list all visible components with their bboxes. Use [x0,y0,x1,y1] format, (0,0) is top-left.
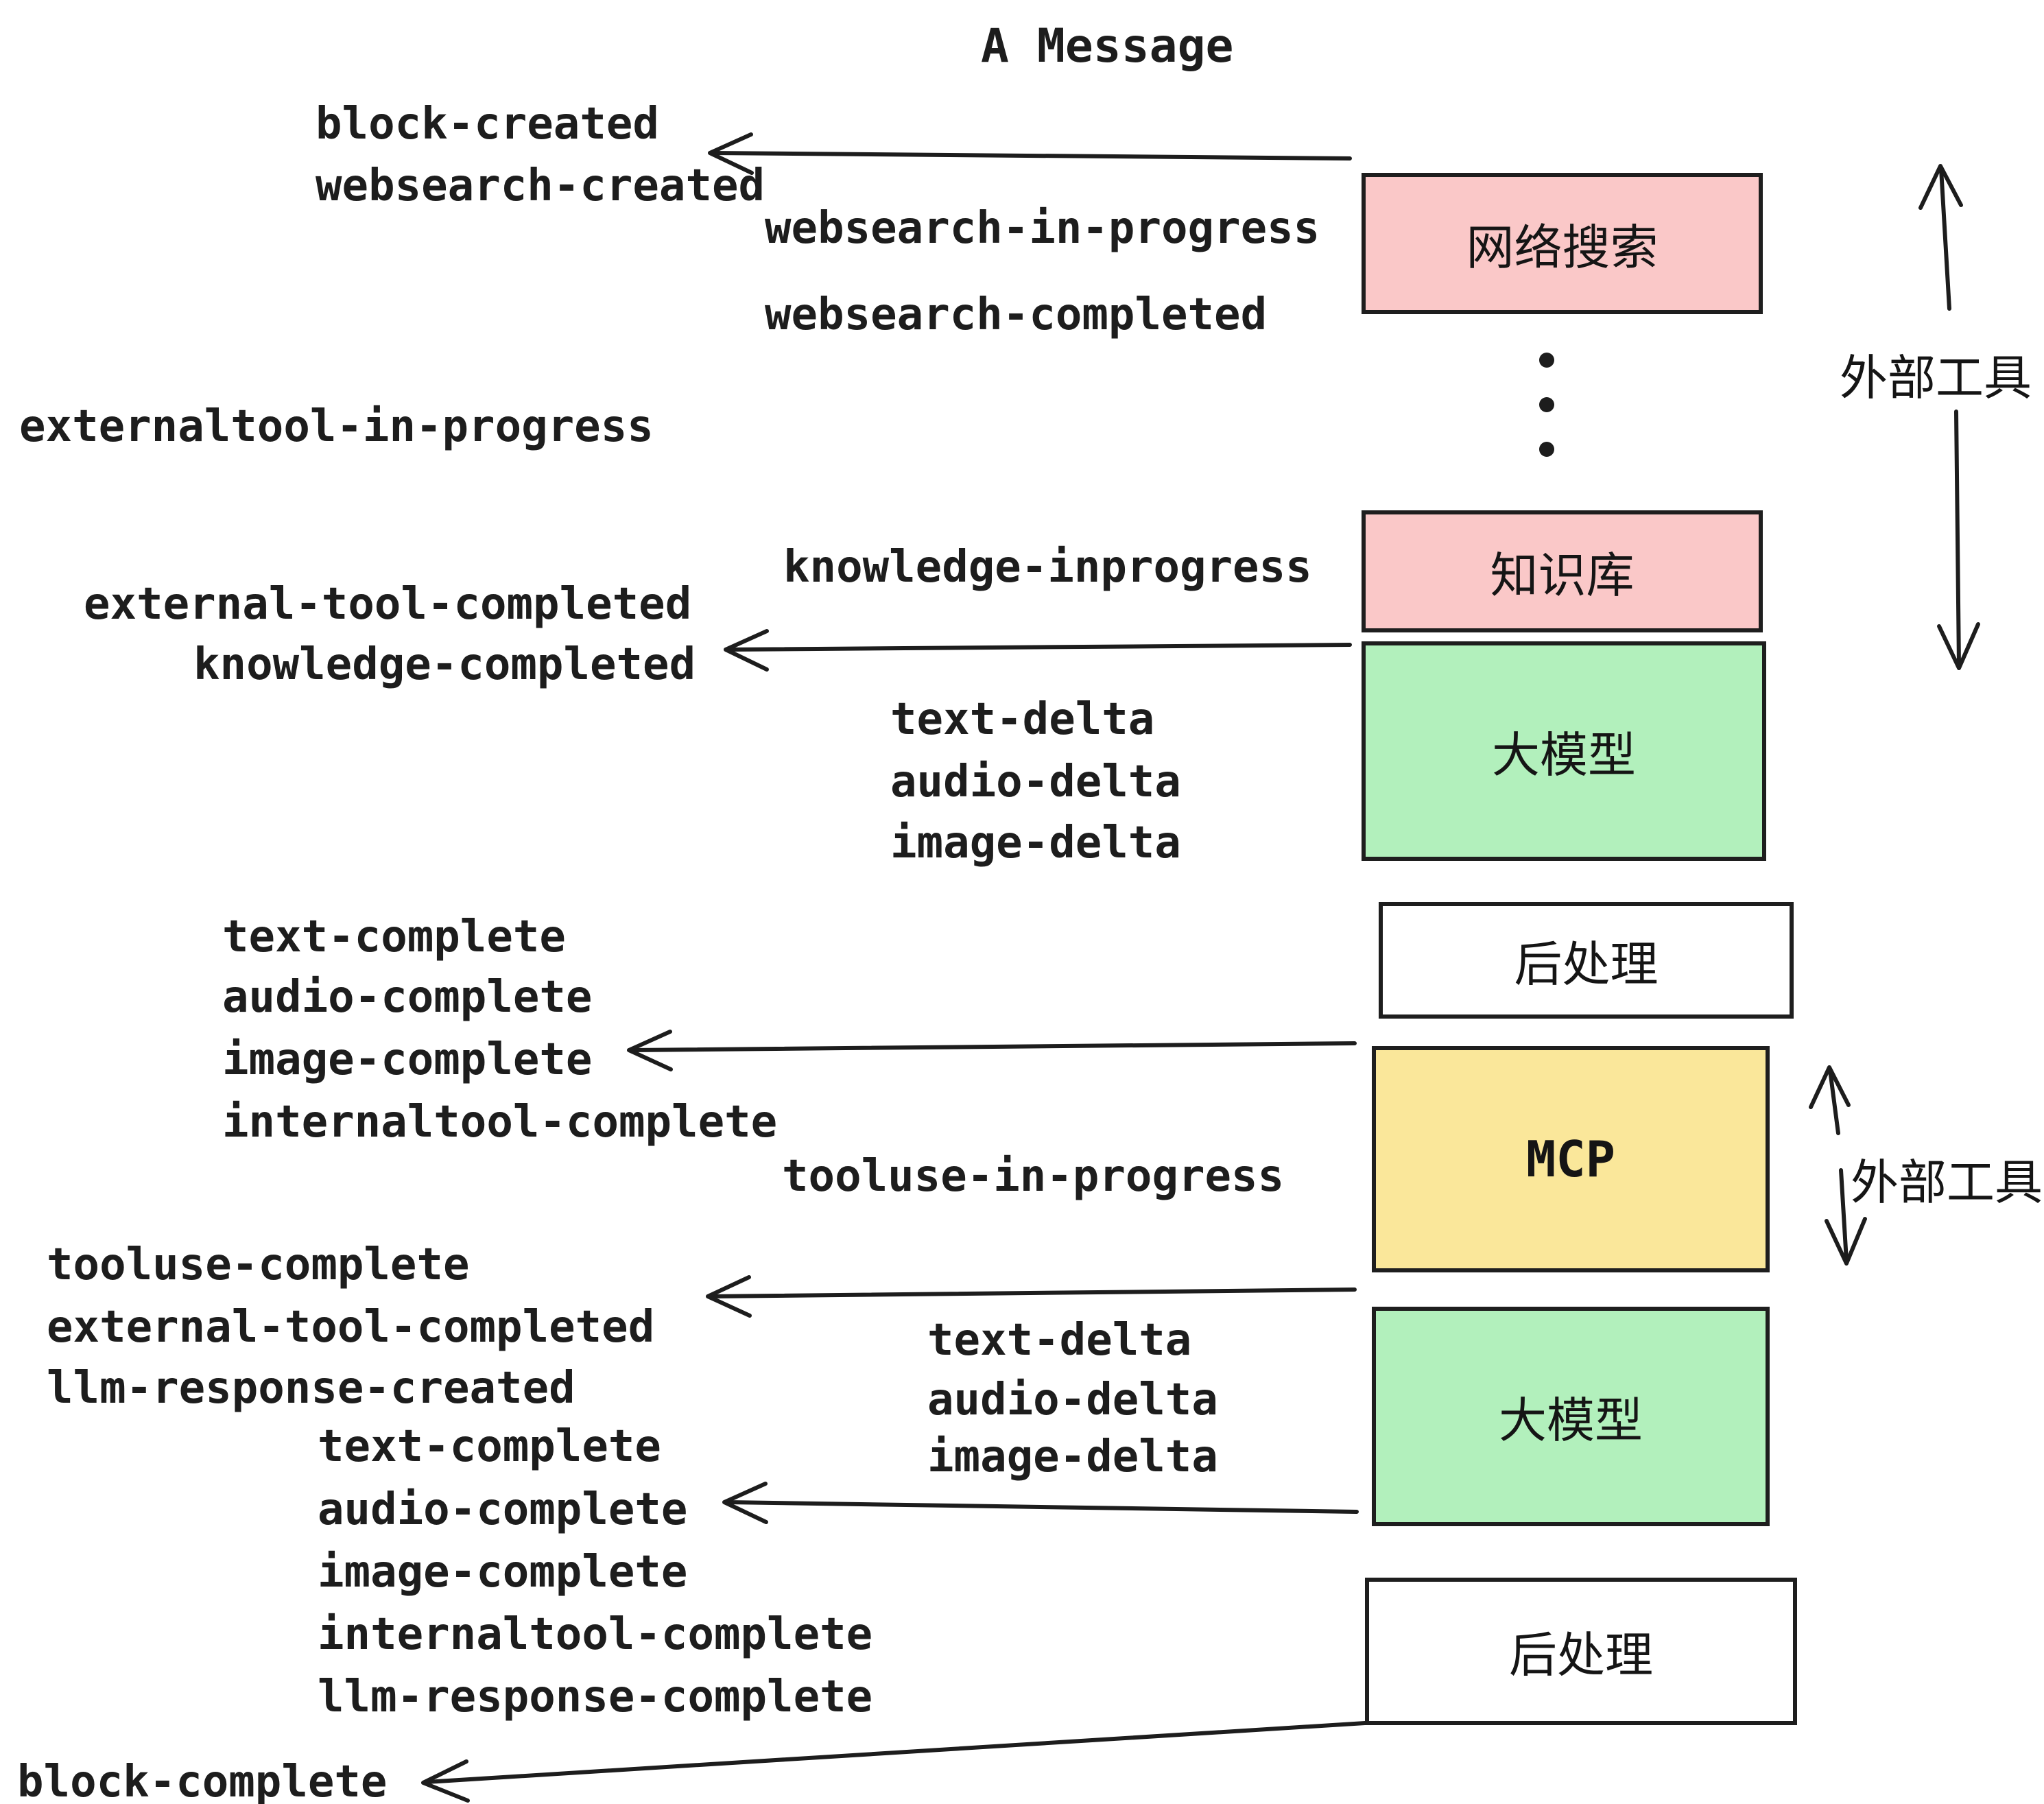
node-knowledge: 知识库 [1362,510,1763,632]
event-block-created: block-created [316,99,659,150]
node-postprocess-2: 后处理 [1365,1578,1797,1725]
arrow-external-tools-down-1 [1937,410,1980,670]
arrow-audio-complete [722,1482,1359,1524]
node-websearch: 网络搜索 [1362,173,1763,314]
node-postprocess-1: 后处理 [1379,902,1794,1019]
arrow-external-tools-up-1 [1918,164,1963,311]
node-websearch-label: 网络搜索 [1466,219,1659,276]
event-text-complete-2: text-complete [318,1421,661,1472]
event-image-delta-1: image-delta [890,818,1181,868]
arrow-image-complete [627,1030,1357,1071]
event-external-tool-completed: external-tool-completed [84,579,692,630]
page-title: A Message [981,19,1234,73]
event-text-delta-2: text-delta [927,1315,1192,1366]
arrow-tooluse-complete [706,1275,1357,1318]
event-image-complete-2: image-complete [318,1547,688,1598]
arrow-external-tools-up-2 [1809,1065,1851,1135]
event-websearch-completed: websearch-completed [765,289,1268,340]
event-websearch-created: websearch-created [316,161,765,211]
event-externaltool-in-progress: externaltool-in-progress [19,401,654,452]
event-tooluse-in-progress: tooluse-in-progress [782,1151,1285,1202]
event-internaltool-complete-1: internaltool-complete [222,1097,778,1148]
event-internaltool-complete-2: internaltool-complete [318,1609,873,1660]
event-llm-response-complete: llm-response-complete [318,1672,873,1722]
node-knowledge-label: 知识库 [1490,547,1635,604]
event-image-delta-2: image-delta [927,1432,1218,1482]
event-audio-complete-2: audio-complete [318,1484,688,1535]
event-external-tool-completed-2: external-tool-completed [47,1302,655,1353]
node-llm-2: 大模型 [1372,1307,1770,1526]
event-llm-response-created: llm-response-created [47,1363,575,1414]
node-postprocess-1-label: 后处理 [1514,936,1659,993]
event-text-complete-1: text-complete [222,912,566,962]
arrow-block-created [708,132,1352,175]
event-websearch-in-progress: websearch-in-progress [765,203,1320,254]
node-mcp: MCP [1372,1046,1770,1272]
event-text-delta-1: text-delta [890,694,1155,745]
external-tools-label-2: 外部工具 [1851,1154,2043,1211]
event-knowledge-inprogress: knowledge-inprogress [783,542,1312,593]
arrow-knowledge-completed [724,629,1352,672]
node-llm-2-label: 大模型 [1499,1392,1643,1449]
node-llm-1: 大模型 [1362,641,1766,861]
node-mcp-label: MCP [1525,1130,1616,1188]
external-tools-label-1: 外部工具 [1840,350,2032,406]
event-tooluse-complete: tooluse-complete [47,1239,470,1290]
arrow-block-complete [421,1721,1367,1803]
ellipsis-dots [1539,353,1554,457]
event-knowledge-completed: knowledge-completed [193,639,696,690]
event-audio-complete-1: audio-complete [222,972,593,1023]
event-audio-delta-2: audio-delta [927,1375,1218,1425]
event-image-complete-1: image-complete [222,1034,593,1085]
event-audio-delta-1: audio-delta [890,757,1181,807]
node-llm-1-label: 大模型 [1492,726,1636,783]
event-block-complete: block-complete [17,1757,388,1804]
node-postprocess-2-label: 后处理 [1509,1627,1653,1683]
